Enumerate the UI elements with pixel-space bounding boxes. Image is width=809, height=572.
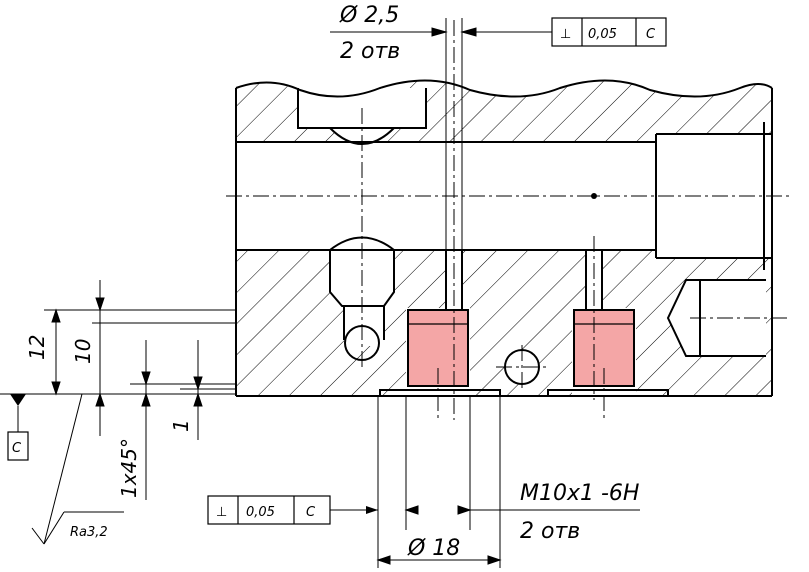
svg-text:C: C bbox=[646, 27, 656, 42]
svg-text:C: C bbox=[12, 441, 22, 456]
center-lines bbox=[226, 20, 790, 420]
thread-label: M10x1 -6H bbox=[520, 481, 639, 506]
roughness-value: Ra3,2 bbox=[70, 525, 108, 540]
dimension-chamfer: 1x45° bbox=[117, 438, 141, 498]
hole-diameter-label: Ø 2,5 bbox=[339, 3, 399, 28]
roughness-symbol bbox=[31, 393, 124, 545]
svg-text:C: C bbox=[306, 505, 316, 520]
hole-count-label: 2 отв bbox=[340, 39, 400, 64]
svg-text:0,05: 0,05 bbox=[246, 505, 275, 520]
dimension-1: 1 bbox=[169, 419, 193, 432]
svg-text:⊥: ⊥ bbox=[560, 27, 571, 42]
left-dimensions bbox=[0, 280, 236, 500]
tolerance-frame-bottom: ⊥ 0,05 C bbox=[207, 495, 378, 525]
thread-count-label: 2 отв bbox=[520, 519, 580, 544]
bottom-dimensions bbox=[376, 396, 640, 568]
datum-symbol: C bbox=[7, 394, 29, 461]
dimension-12: 12 bbox=[25, 335, 49, 360]
svg-text:⊥: ⊥ bbox=[216, 505, 227, 520]
bottom-diameter-label: Ø 18 bbox=[407, 536, 460, 561]
svg-text:0,05: 0,05 bbox=[588, 27, 617, 42]
dimension-10: 10 bbox=[71, 339, 95, 364]
tolerance-frame-top: ⊥ 0,05 C bbox=[551, 17, 667, 47]
